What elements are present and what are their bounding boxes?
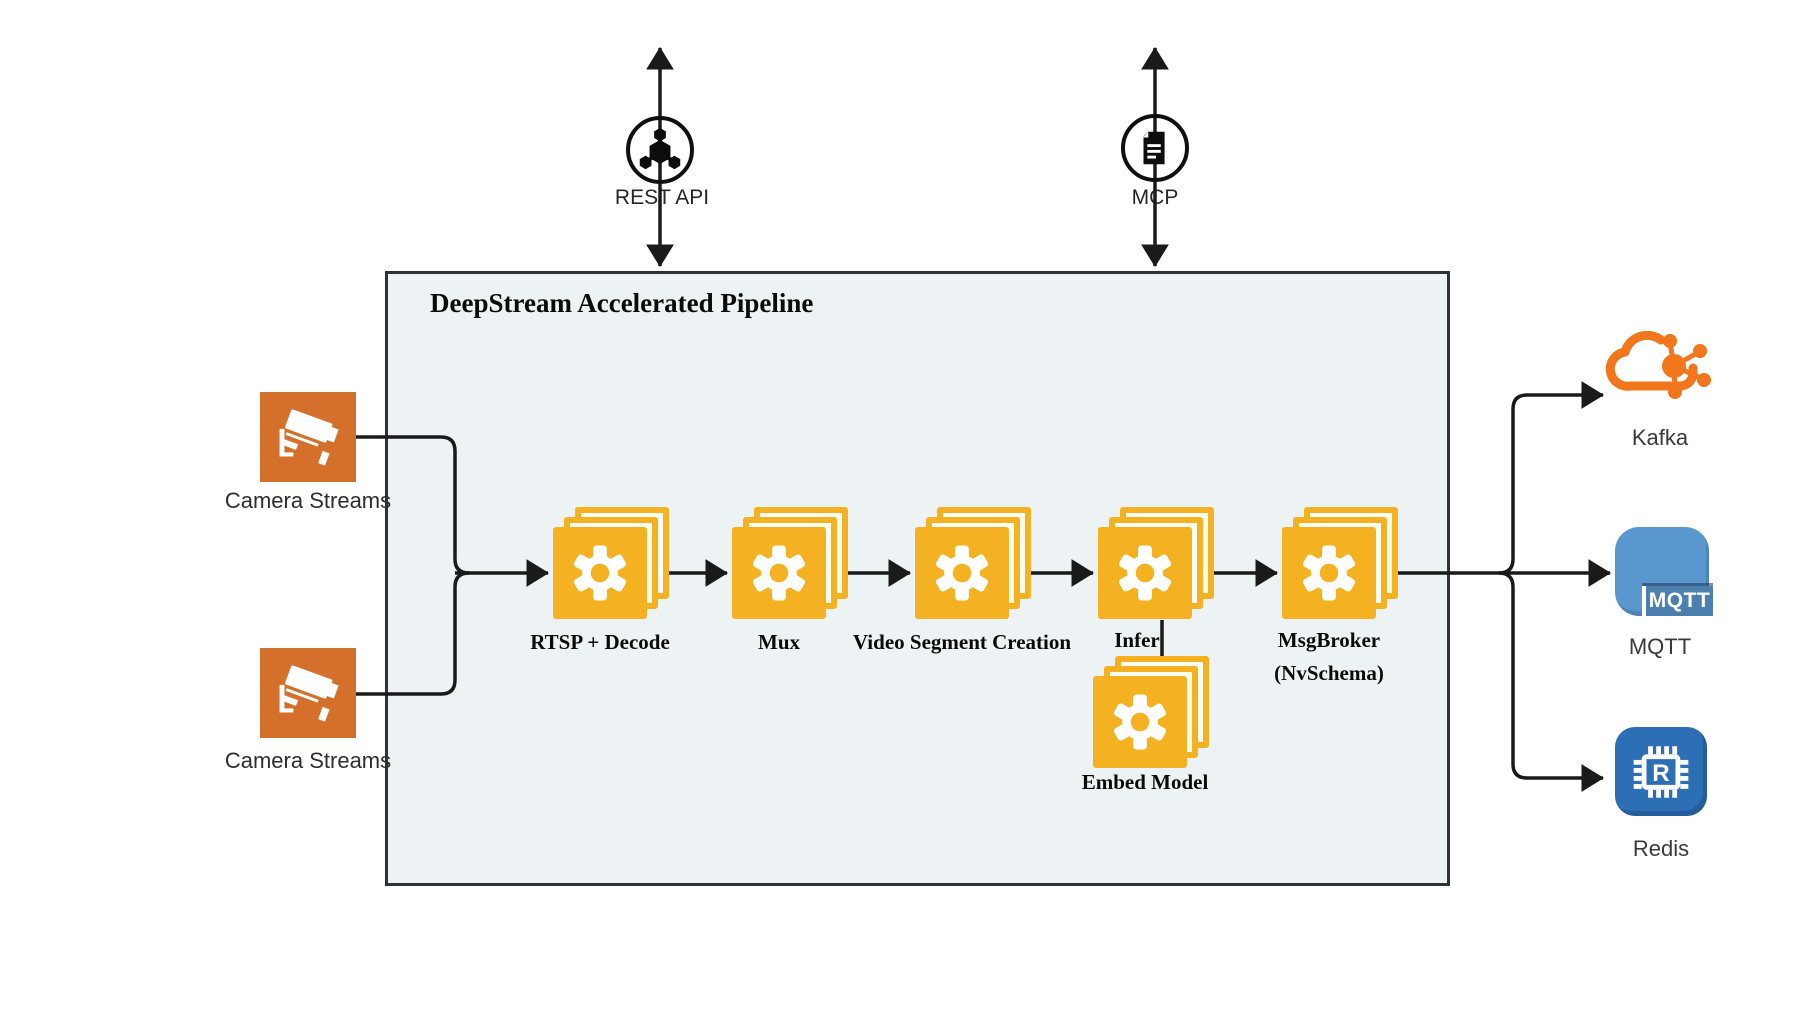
camera-icon [260, 392, 356, 482]
camera1-label: Camera Streams [224, 488, 392, 513]
stage-video-segment-creation [915, 507, 1033, 621]
mcp-document-icon [1143, 131, 1165, 165]
stage-sublabel-msgbroker: (NvSchema) [1274, 661, 1384, 685]
gear-icon [553, 527, 647, 619]
arrow-to-redis [1498, 571, 1605, 792]
mqtt-badge: MQTT [1642, 586, 1713, 616]
mqtt-icon: MQTT [1615, 527, 1713, 616]
camera2-wire [355, 571, 470, 696]
stage-label-msgbroker: MsgBroker [1277, 628, 1381, 652]
gear-icon [1282, 527, 1376, 619]
camera1-wire [355, 435, 470, 575]
pipeline-title: DeepStream Accelerated Pipeline [430, 288, 814, 318]
stage-embed-model [1093, 656, 1211, 770]
gear-icon [915, 527, 1009, 619]
rest-api-icon [639, 127, 681, 170]
arrow-to-kafka [1498, 381, 1605, 575]
mqtt-label: MQTT [1628, 634, 1692, 659]
stage-label-rtsp-decode: RTSP + Decode [530, 630, 670, 654]
gear-icon [1093, 676, 1187, 768]
redis-chip-icon: R [1615, 727, 1707, 816]
stage-infer [1098, 507, 1216, 621]
stage-label-infer: Infer [1114, 628, 1160, 652]
redis-label: Redis [1632, 836, 1690, 861]
redis-chip-letter: R [1652, 759, 1669, 786]
stage-label-mux: Mux [758, 630, 800, 654]
stage-label-video-segment-creation: Video Segment Creation [852, 630, 1072, 654]
stage-label-embed-model: Embed Model [1081, 770, 1209, 794]
camera2-label: Camera Streams [224, 748, 392, 773]
stage-rtsp-decode [553, 507, 671, 621]
kafka-label: Kafka [1631, 425, 1689, 450]
gear-icon [732, 527, 826, 619]
stage-mux [732, 507, 850, 621]
camera-icon [260, 648, 356, 738]
gear-icon [1098, 527, 1192, 619]
stage-msgbroker [1282, 507, 1400, 621]
kafka-cloud-icon [1603, 328, 1715, 418]
